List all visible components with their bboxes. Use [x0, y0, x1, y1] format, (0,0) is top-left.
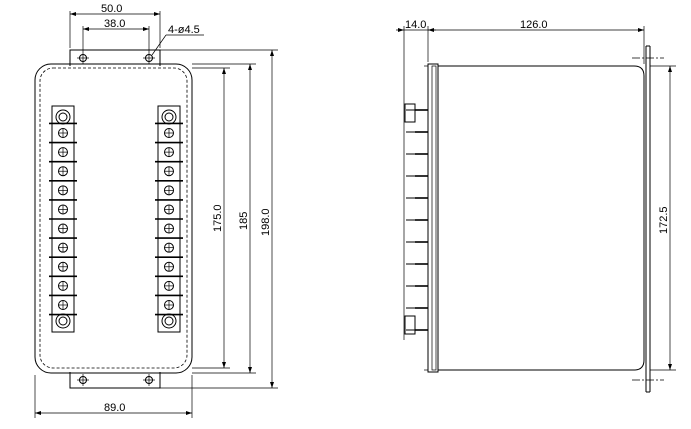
- dim-text-width: 89.0: [104, 402, 125, 414]
- terminal-screw: [58, 166, 68, 177]
- terminal-screw: [164, 223, 174, 234]
- terminal-screw: [58, 204, 68, 215]
- bottom-mounting-flange: [69, 372, 161, 389]
- dim-text-holes: 4-ø4.5: [168, 24, 200, 36]
- side-front-plate-inner: [431, 65, 437, 371]
- dim-text-panel-height: 185: [238, 212, 250, 230]
- dimension-126: 126.0: [428, 19, 645, 64]
- terminal-screw: [58, 223, 68, 234]
- terminal-screw: [58, 185, 68, 196]
- dimension-hole-callout: 4-ø4.5: [151, 24, 204, 56]
- terminal-screw: [58, 300, 68, 310]
- dimension-50: 50.0: [69, 3, 161, 48]
- front-view: 50.0 38.0 4-ø4.5 175.0: [34, 3, 278, 418]
- terminal-screw: [164, 280, 174, 291]
- terminal-screw: [164, 166, 174, 177]
- mount-screw: [161, 313, 177, 329]
- dim-text-body-depth: 126.0: [520, 19, 548, 31]
- terminal-screw: [58, 242, 68, 253]
- terminal-block-left: [49, 105, 77, 333]
- dim-text-inner-height: 175.0: [212, 204, 224, 232]
- terminal-screw: [58, 147, 68, 158]
- terminal-screw: [164, 147, 174, 158]
- dim-text-front-depth: 14.0: [405, 19, 426, 31]
- terminal-screw: [164, 261, 174, 272]
- mount-screw: [55, 313, 71, 329]
- terminal-screw: [164, 242, 174, 253]
- mounting-hole: [77, 52, 89, 64]
- terminal-screw: [164, 204, 174, 215]
- top-mounting-flange: [69, 49, 161, 66]
- dimension-89: 89.0: [34, 375, 193, 418]
- dim-text-total-height: 198.0: [260, 208, 272, 236]
- terminal-block-right: [155, 105, 183, 333]
- side-body: [438, 65, 645, 371]
- dimension-14: 14.0: [396, 19, 436, 100]
- dimension-38: 38.0: [82, 18, 150, 52]
- terminal-screw: [164, 300, 174, 310]
- terminal-screw: [58, 128, 68, 138]
- dim-text-mount-width: 50.0: [101, 3, 122, 15]
- terminal-screw: [58, 261, 68, 272]
- terminal-screw: [164, 185, 174, 196]
- front-panel-inner-dashed: [39, 67, 188, 369]
- mounting-hole: [143, 374, 155, 386]
- dimension-172-5: 172.5: [650, 65, 676, 371]
- side-pins: [403, 100, 428, 340]
- dimension-175: 175.0: [192, 67, 230, 369]
- mount-screw: [161, 109, 177, 125]
- mount-screw: [55, 109, 71, 125]
- mounting-hole: [77, 374, 89, 386]
- terminal-screw: [164, 128, 174, 138]
- side-connector-block: [404, 315, 416, 335]
- dim-text-hole-spacing: 38.0: [104, 18, 125, 30]
- dim-text-side-height: 172.5: [658, 206, 670, 234]
- side-front-plate-outer: [427, 63, 439, 373]
- dimension-198: 198.0: [160, 49, 278, 389]
- dimension-185: 185: [192, 63, 256, 374]
- side-connector-block: [404, 103, 416, 123]
- mounting-hole: [143, 52, 155, 64]
- terminal-screw: [58, 280, 68, 291]
- side-view: 14.0 126.0 172.5: [396, 19, 676, 393]
- front-panel-outline: [34, 63, 193, 374]
